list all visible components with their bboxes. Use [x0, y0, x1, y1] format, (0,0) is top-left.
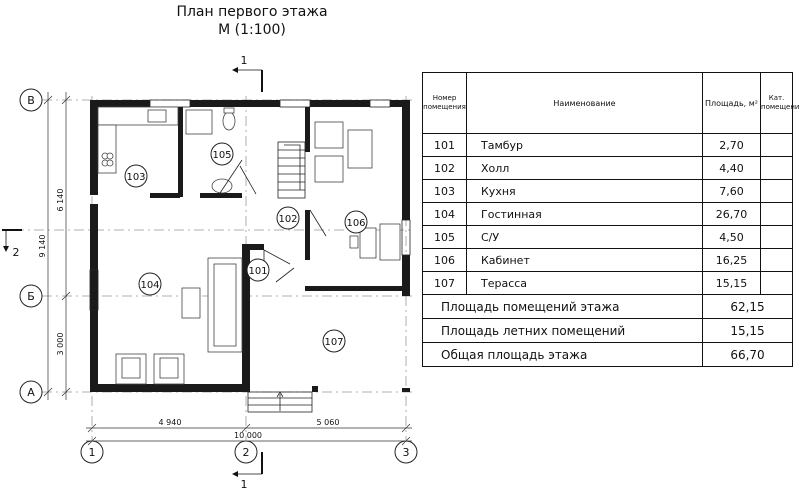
- dim-total-width: 10 000: [234, 431, 262, 440]
- room-tag-circle: [124, 164, 148, 188]
- header-name: Наименование: [466, 72, 703, 134]
- room-tag-label: 105: [212, 150, 231, 161]
- room-tags: 101 102 103 104 105 106 107: [124, 142, 368, 353]
- room-name: Тамбур: [466, 133, 703, 157]
- summary-value: 62,15: [702, 294, 793, 319]
- terrace-steps: [247, 391, 313, 413]
- summary-label: Площадь помещений этажа: [422, 294, 703, 319]
- axis-label-3: 3: [403, 446, 410, 459]
- table-row: 103 Кухня 7,60: [422, 179, 793, 203]
- room-number: 106: [422, 248, 467, 272]
- dim-width-4940: 4 940: [159, 418, 182, 427]
- room-name: Гостинная: [466, 202, 703, 226]
- dimensions-bottom: 4 940 5 060 10 000: [86, 418, 412, 446]
- table-row: 105 С/У 4,50: [422, 225, 793, 249]
- summary-label: Площадь летних помещений: [422, 318, 703, 343]
- room-area: 7,60: [702, 179, 761, 203]
- section-cut-label: 1: [241, 54, 248, 67]
- summary-row: Общая площадь этажа 66,70: [422, 342, 793, 367]
- room-name: Кабинет: [466, 248, 703, 272]
- room-number: 101: [422, 133, 467, 157]
- dim-height-3000: 3 000: [56, 333, 65, 356]
- section-cut-2: 2: [2, 229, 22, 259]
- summary-label: Общая площадь этажа: [422, 342, 703, 367]
- room-area: 15,15: [702, 271, 761, 295]
- room-tag-circle: [246, 258, 270, 282]
- kitchen-furniture: [97, 106, 179, 174]
- room-category: [760, 271, 793, 295]
- room-category: [760, 156, 793, 180]
- schedule-header-row: Номер помещения Наименование Площадь, м²…: [422, 72, 800, 134]
- room-area: 16,25: [702, 248, 761, 272]
- room-name: Кухня: [466, 179, 703, 203]
- axis-label-2: 2: [243, 446, 250, 459]
- study-furniture: [314, 121, 401, 261]
- room-name: С/У: [466, 225, 703, 249]
- dimensions-left: 9 140 6 140 3 000: [38, 92, 71, 400]
- header-area: Площадь, м²: [702, 72, 761, 134]
- room-name: Терасса: [466, 271, 703, 295]
- room-tag-label: 101: [248, 266, 267, 277]
- stairs: [277, 141, 306, 199]
- living-furniture: [115, 257, 243, 385]
- room-category: [760, 248, 793, 272]
- room-area: 2,70: [702, 133, 761, 157]
- axis-label-a: А: [27, 386, 35, 399]
- room-schedule-table: Номер помещения Наименование Площадь, м²…: [422, 72, 800, 367]
- header-category: Кат. помещения: [760, 72, 800, 134]
- room-tag-circle: [344, 210, 368, 234]
- room-category: [760, 225, 793, 249]
- summary-row: Площадь помещений этажа 62,15: [422, 294, 793, 319]
- table-row: 101 Тамбур 2,70: [422, 133, 793, 157]
- drawing-scale: М (1:100): [218, 22, 286, 38]
- room-tag-circle: [210, 142, 234, 166]
- room-category: [760, 133, 793, 157]
- table-row: 104 Гостинная 26,70: [422, 202, 793, 226]
- dim-total-height: 9 140: [38, 235, 47, 258]
- room-area: 4,40: [702, 156, 761, 180]
- summary-value: 15,15: [702, 318, 793, 343]
- summary-value: 66,70: [702, 342, 793, 367]
- room-number: 104: [422, 202, 467, 226]
- grid-bubbles-rows: В Б А: [19, 88, 43, 404]
- axis-label-1: 1: [89, 446, 96, 459]
- dim-width-5060: 5 060: [317, 418, 340, 427]
- room-tag-label: 102: [278, 214, 297, 225]
- room-tag-label: 107: [324, 337, 343, 348]
- room-area: 26,70: [702, 202, 761, 226]
- room-tag-circle: [276, 206, 300, 230]
- room-number: 105: [422, 225, 467, 249]
- room-category: [760, 202, 793, 226]
- axis-label-b: Б: [27, 290, 35, 303]
- walls: [90, 100, 410, 392]
- section-cut-1-top: 1: [232, 54, 263, 92]
- room-name: Холл: [466, 156, 703, 180]
- room-tag-label: 106: [346, 218, 365, 229]
- drawing-title: План первого этажа: [176, 4, 327, 20]
- room-category: [760, 179, 793, 203]
- table-row: 102 Холл 4,40: [422, 156, 793, 180]
- room-tag-circle: [322, 329, 346, 353]
- section-cut-1-bottom: 1: [232, 452, 263, 490]
- room-tag-label: 104: [140, 280, 159, 291]
- room-number: 103: [422, 179, 467, 203]
- header-number: Номер помещения: [422, 72, 467, 134]
- room-number: 102: [422, 156, 467, 180]
- dim-height-6140: 6 140: [56, 189, 65, 212]
- room-tag-circle: [138, 272, 162, 296]
- room-area: 4,50: [702, 225, 761, 249]
- grid-bubbles-cols: 1 2 3: [80, 440, 418, 464]
- section-cut-label: 2: [13, 246, 20, 259]
- axis-label-v: В: [27, 94, 35, 107]
- summary-row: Площадь летних помещений 15,15: [422, 318, 793, 343]
- room-tag-label: 103: [126, 172, 145, 183]
- table-row: 106 Кабинет 16,25: [422, 248, 793, 272]
- room-number: 107: [422, 271, 467, 295]
- bathroom-fixtures: [185, 107, 243, 197]
- table-row: 107 Терасса 15,15: [422, 271, 793, 295]
- section-cut-label: 1: [241, 478, 248, 490]
